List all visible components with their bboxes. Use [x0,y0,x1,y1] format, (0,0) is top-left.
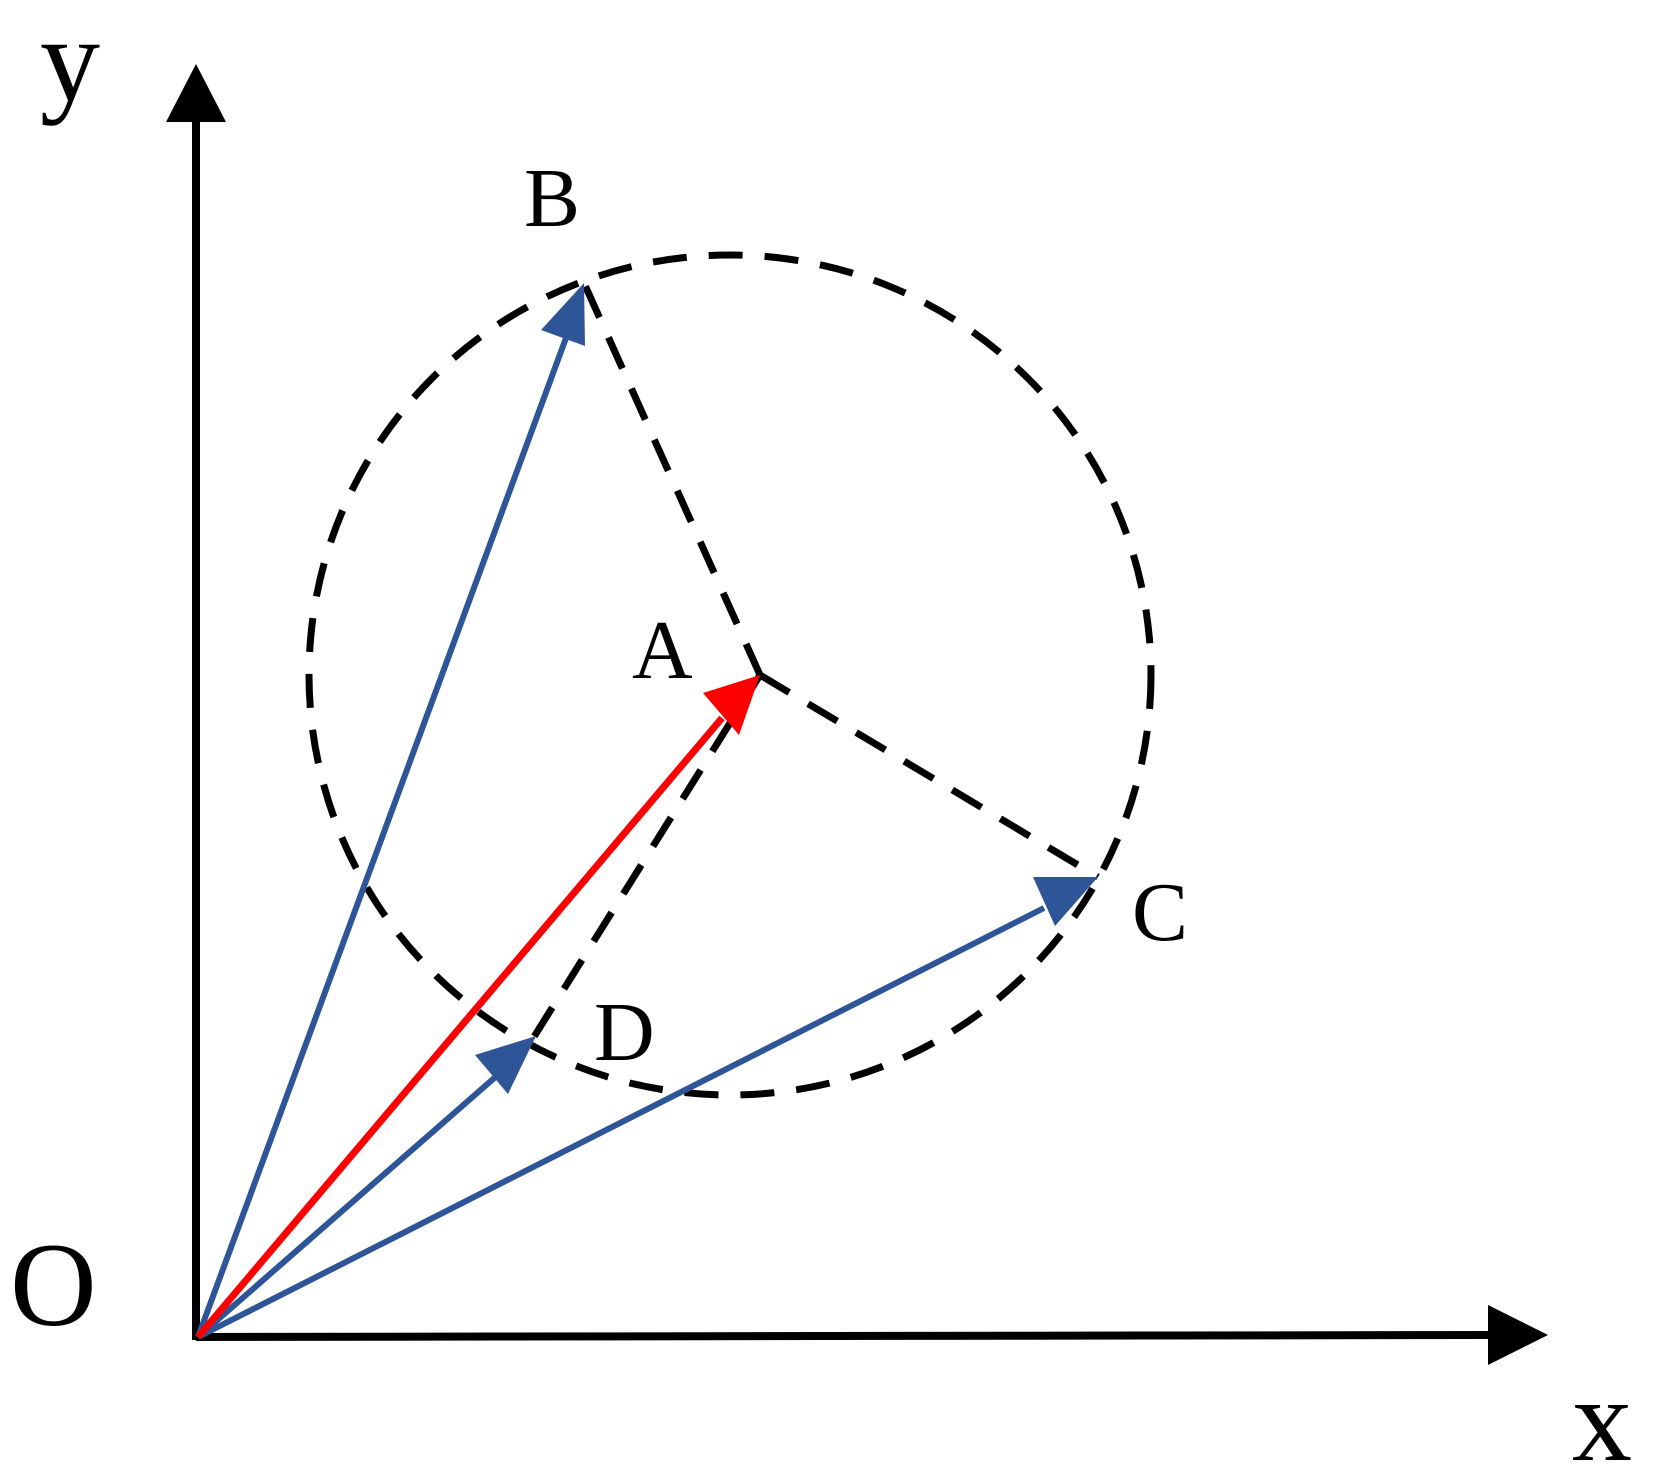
origin-label: O [10,1218,97,1351]
vector-od-arrowhead [475,1036,536,1094]
point-label-a: A [632,604,693,697]
vector-ob [195,336,569,1339]
dashed-line-ac [758,671,1100,881]
x-axis-arrowhead [1488,1305,1548,1365]
dashed-circle [305,251,1155,1099]
point-label-c: C [1132,866,1188,959]
dashed-line-ab [580,281,764,677]
vector-oa [195,715,725,1340]
dashed-line-ad [529,673,763,1042]
y-axis-label: y [40,0,100,126]
vector-od [196,1070,502,1340]
vector-ob-arrowhead [541,283,585,346]
vector-oa-arrowhead [703,675,760,735]
vector-oc-arrowhead [1033,877,1098,926]
point-label-b: B [524,152,580,245]
y-axis-arrowhead [166,64,226,122]
vector-oc [196,905,1046,1340]
x-axis [195,1331,1491,1341]
x-axis-label: x [1572,1353,1632,1476]
point-label-d: D [594,986,655,1079]
